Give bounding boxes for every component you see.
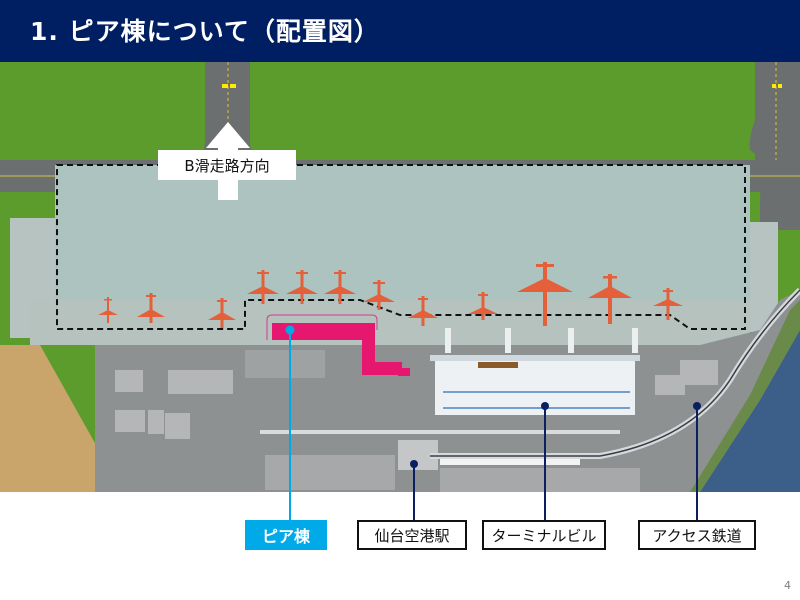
- apron-boundary: [56, 164, 746, 330]
- callout-labels: ピア棟 仙台空港駅 ターミナルビル アクセス鉄道: [0, 492, 800, 600]
- sand-area: [0, 345, 120, 492]
- runway-b-direction-label: B滑走路方向: [158, 150, 296, 180]
- airport-layout-map: B滑走路方向: [0, 62, 800, 492]
- terminal-building: [435, 360, 635, 415]
- page-number: 4: [784, 579, 791, 592]
- railway-label: アクセス鉄道: [638, 520, 756, 550]
- slide-title: 1. ピア棟について（配置図）: [30, 17, 380, 46]
- aircraft-group: [98, 262, 683, 328]
- parking-lot: [265, 455, 395, 490]
- terminal-label: ターミナルビル: [482, 520, 606, 550]
- title-bar: 1. ピア棟について（配置図）: [0, 0, 800, 62]
- river: [700, 330, 800, 492]
- pier-label: ピア棟: [245, 520, 327, 550]
- pier-building: [272, 323, 374, 340]
- station-label: 仙台空港駅: [357, 520, 467, 550]
